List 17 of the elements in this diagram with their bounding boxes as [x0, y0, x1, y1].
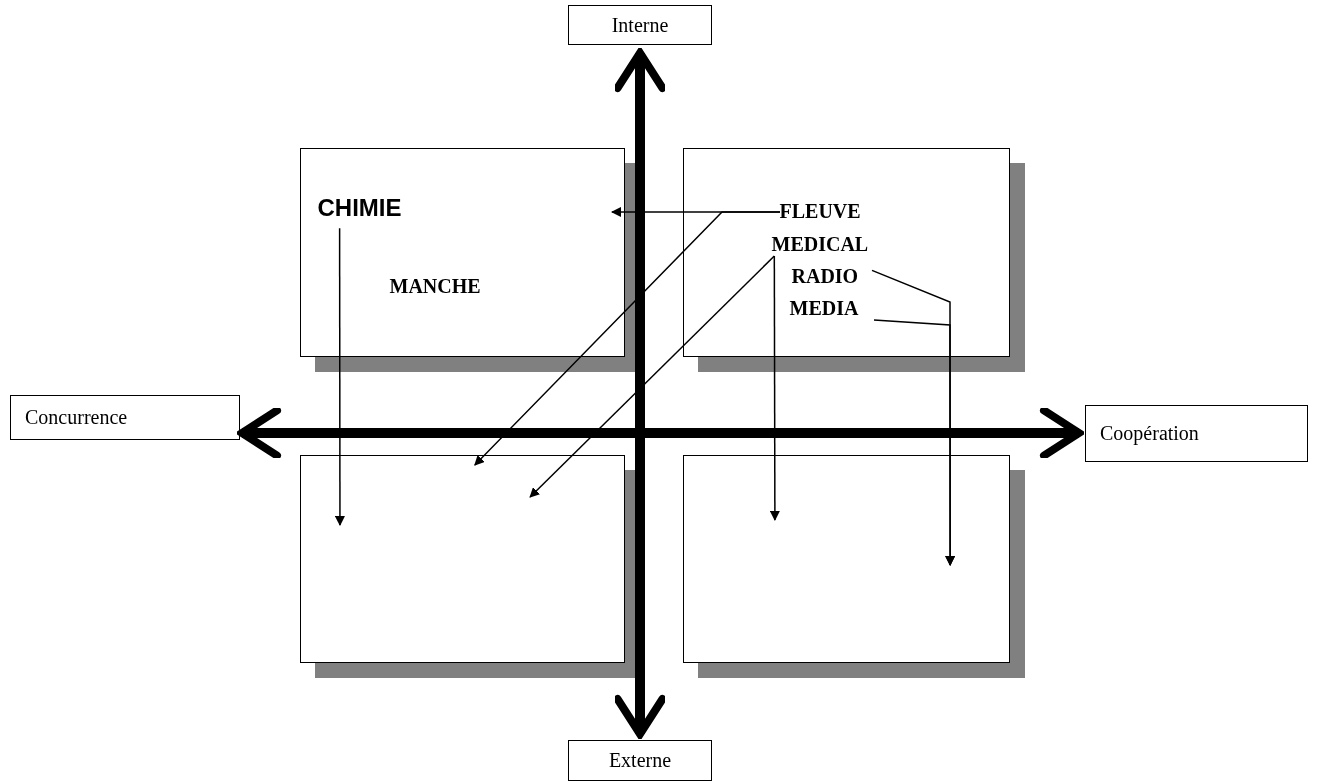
arrow	[334, 227, 345, 527]
arrow	[529, 255, 776, 498]
axis-label: Concurrence	[10, 395, 240, 440]
axis-label: Externe	[568, 740, 712, 781]
item-label: MANCHE	[389, 275, 540, 296]
arrow	[769, 255, 780, 521]
item-label: RADIO	[791, 265, 872, 286]
arrow	[474, 211, 781, 466]
axis-arrow	[238, 406, 1083, 460]
axis-label: Coopération	[1085, 405, 1308, 462]
item-label: FLEUVE	[779, 200, 878, 221]
item-label: MEDIA	[789, 297, 874, 318]
arrow	[873, 319, 956, 567]
item-label: CHIMIE	[317, 195, 438, 220]
axis-arrow	[613, 49, 667, 738]
axis-label: Interne	[568, 5, 712, 45]
item-label: MEDICAL	[771, 233, 888, 254]
